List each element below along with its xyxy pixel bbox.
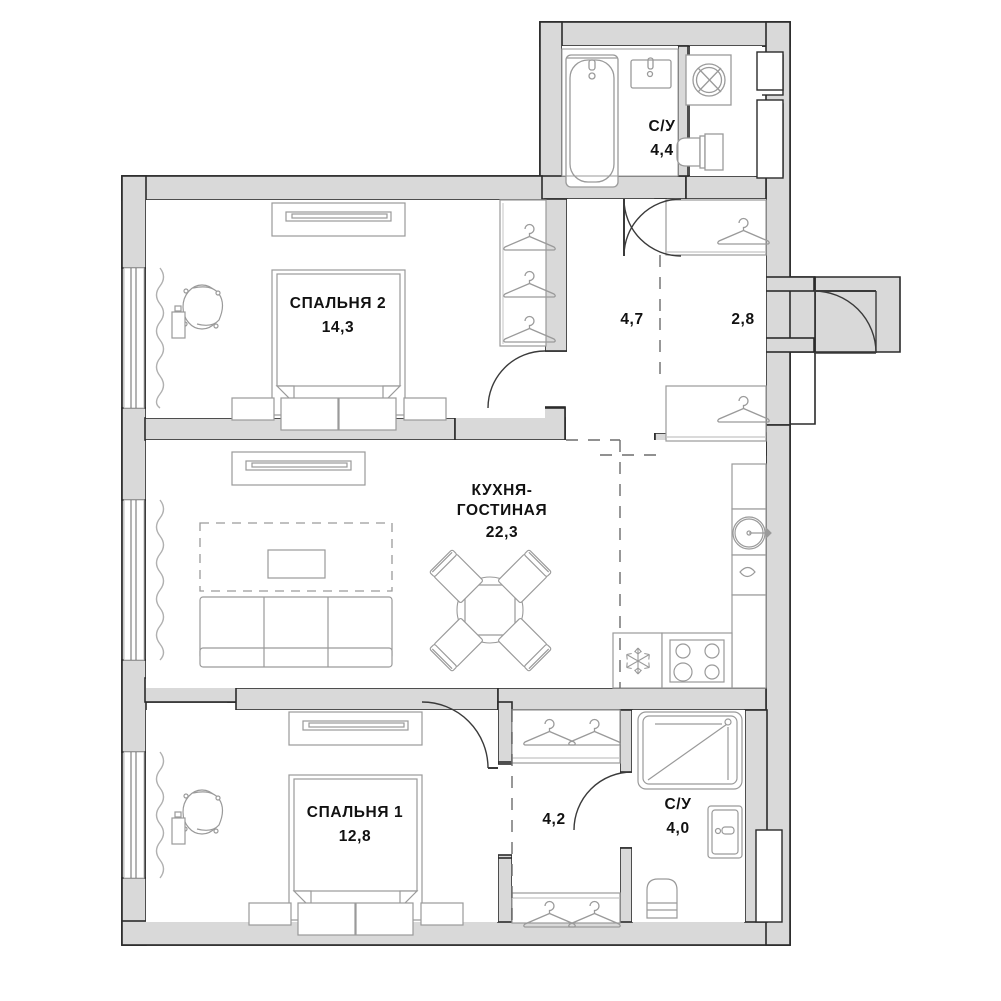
window-living [123, 499, 165, 661]
doors [421, 198, 877, 831]
shaft-strips-top-right [756, 51, 784, 179]
lamp-bed1 [174, 811, 182, 818]
entrance-door [813, 290, 877, 354]
washbasin-icon [630, 57, 672, 89]
closet-corridor-top [511, 709, 621, 764]
label-corridor-area: 4,2 [542, 811, 565, 828]
wall-entry-bottom [765, 337, 815, 353]
armchair-bed1 [182, 789, 224, 835]
shaft-4 [755, 829, 783, 923]
lamp-bed2 [174, 305, 182, 312]
wall-bed2-hall [544, 198, 568, 352]
corridor-closets [511, 709, 621, 928]
wall-bed1-corr-b [497, 857, 513, 923]
wall-left-b [121, 407, 147, 501]
toilet-bottom-icon [646, 878, 678, 919]
wall-left-c [121, 659, 147, 753]
shower-tray-icon [637, 711, 743, 790]
window-bedroom-1 [123, 751, 165, 879]
windows [123, 267, 165, 879]
washbasin-bottom-icon [707, 805, 743, 859]
zone-separators [511, 255, 661, 923]
label-bedroom-2-area: 14,3 [322, 319, 355, 336]
kitchen-units [612, 463, 772, 689]
room-labels: СПАЛЬНЯ 2 14,3 СПАЛЬНЯ 1 12,8 КУХНЯ- ГОС… [290, 118, 754, 845]
curtain-bed2 [155, 267, 165, 409]
wall-entry-top [765, 276, 815, 292]
wall-living-bottom [235, 687, 499, 711]
wall-top [539, 21, 791, 47]
double-bed-bed1 [248, 774, 464, 936]
wardrobe-bed2 [499, 199, 556, 347]
label-bedroom-1-name: СПАЛЬНЯ 1 [307, 804, 403, 821]
wall-left-a [121, 175, 147, 269]
label-bathroom-top-area: 4,4 [650, 142, 673, 159]
label-bathroom-bottom-area: 4,0 [666, 820, 689, 837]
tv-console-living [231, 451, 366, 486]
label-kitchen-living-area: 22,3 [486, 524, 519, 541]
dining-table-icon [464, 584, 516, 636]
bathroom-top-door [623, 198, 682, 257]
rug-dashed [199, 522, 393, 592]
curtain-bed1 [155, 751, 165, 879]
label-kitchen-living-name-2: ГОСТИНАЯ [457, 502, 547, 519]
wall-corr-bath-a [619, 709, 633, 773]
closet-corridor-bottom [511, 892, 621, 928]
wall-kitchen-bottom [497, 687, 767, 711]
kitchen-sink-icon [731, 508, 772, 556]
label-hall-main-area: 4,7 [620, 311, 643, 328]
label-kitchen-living-name-1: КУХНЯ- [472, 482, 533, 499]
label-bathroom-top-name: С/У [649, 118, 676, 135]
double-bed-bed2 [231, 269, 447, 431]
bedroom-2-door [487, 350, 546, 409]
wall-bath-bottom-right [685, 175, 767, 200]
tv-console-bed2 [271, 202, 406, 237]
wall-corr-bath-b [619, 847, 633, 923]
bedroom-2-furniture [171, 199, 556, 431]
toilet-icon [676, 133, 724, 171]
washing-machine-icon [685, 54, 732, 106]
curtain-living [155, 499, 165, 661]
kitchen-cabinet-2 [731, 554, 767, 596]
label-bathroom-bottom-name: С/У [665, 796, 692, 813]
closet-hall-top [665, 199, 770, 256]
wall-top-left [121, 175, 543, 201]
bedroom-1-door [421, 701, 498, 769]
label-hall-entry-area: 2,8 [731, 311, 754, 328]
chair-tr [498, 549, 552, 603]
label-bedroom-1-area: 12,8 [339, 828, 372, 845]
bedroom-1-furniture [171, 711, 464, 936]
refrigerator-icon [612, 632, 663, 689]
living-furniture [199, 451, 393, 668]
closet-hall-bottom [665, 385, 770, 442]
nightstand-bed2 [171, 311, 186, 339]
bathtub-icon [565, 54, 619, 188]
sofa-icon [199, 596, 393, 668]
tv-console-bed1 [288, 711, 423, 746]
armchair-bed2 [182, 284, 224, 330]
chair-bl [429, 618, 483, 672]
coffee-table-icon [267, 549, 326, 579]
bathroom-bottom-fixtures [637, 711, 743, 919]
label-bedroom-2-name: СПАЛЬНЯ 2 [290, 295, 386, 312]
bathroom-2-door [573, 771, 633, 831]
bathroom-top-fixtures [561, 48, 732, 188]
kitchen-cabinet-3 [731, 594, 767, 689]
dining-set [429, 549, 552, 672]
chair-tl [429, 549, 483, 603]
cooktop-icon [661, 632, 733, 689]
kitchen-cabinet-1 [731, 463, 767, 510]
wall-bed1-corr-a [497, 701, 513, 763]
hall-closets [665, 199, 770, 442]
wall-bath-left [539, 21, 563, 200]
window-bedroom-2 [123, 267, 165, 409]
chair-br [498, 618, 552, 672]
nightstand-bed1 [171, 817, 186, 845]
